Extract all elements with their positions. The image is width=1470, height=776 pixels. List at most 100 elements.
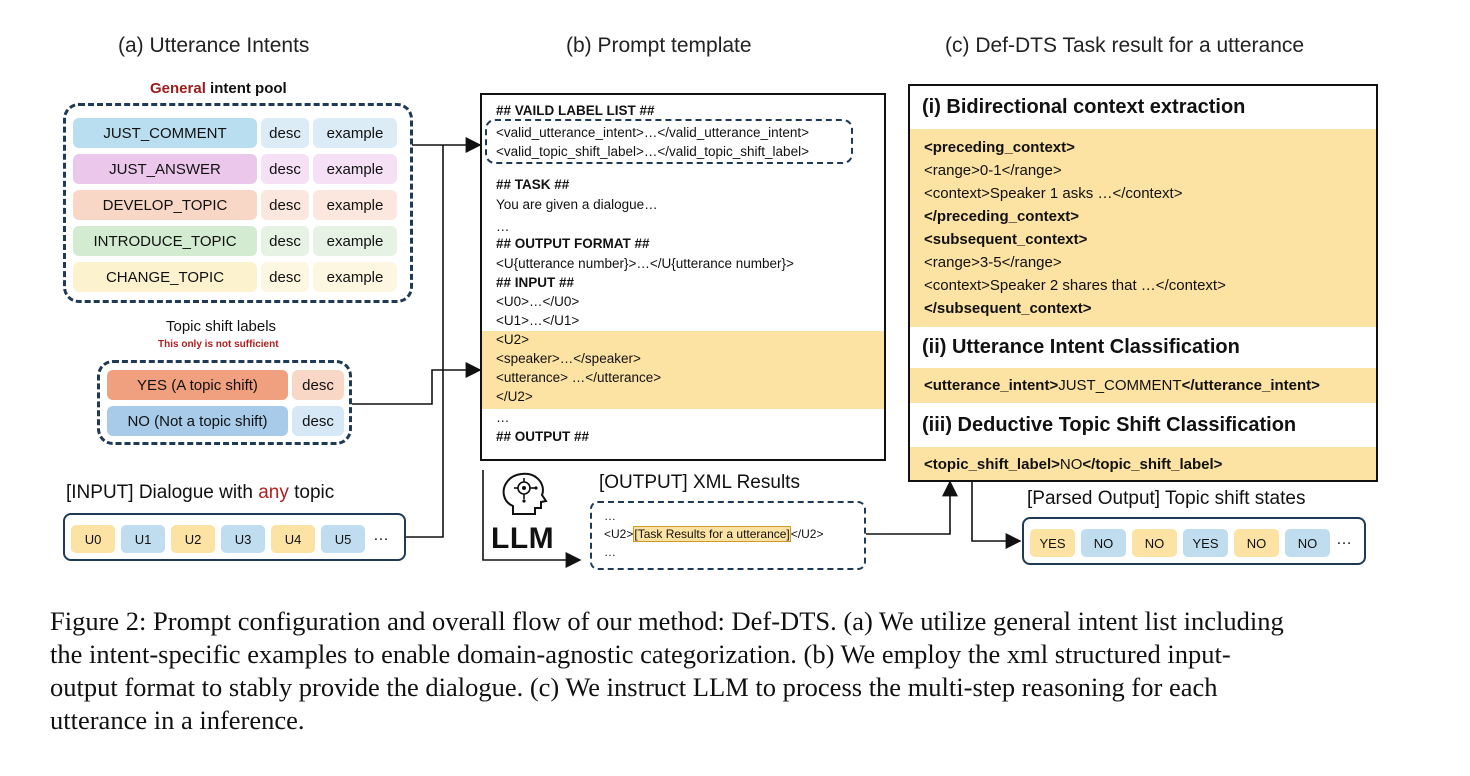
step-2-close-tag: </utterance_intent> <box>1181 377 1320 394</box>
parsed-output-ellipsis: … <box>1336 531 1352 548</box>
utterance-chip: U3 <box>221 525 265 553</box>
utterance-chip: U1 <box>121 525 165 553</box>
context-line: <context>Speaker 2 shares that …</contex… <box>924 277 1226 294</box>
intent-label: DEVELOP_TOPIC <box>73 190 257 220</box>
step-2-value: JUST_COMMENT <box>1058 377 1182 394</box>
caption-line-3: output format to stably provide the dial… <box>50 672 1218 702</box>
prompt-line: … <box>496 219 510 234</box>
prompt-line: … <box>496 410 510 425</box>
input-dialogue-title-suffix: topic <box>288 482 335 503</box>
intent-desc: desc <box>261 262 309 292</box>
output-xml-task-results: [Task Results for a utterance] <box>633 526 791 542</box>
prompt-line: ## INPUT ## <box>496 275 575 290</box>
step-3-result: <topic_shift_label>NO</topic_shift_label… <box>924 456 1222 473</box>
intent-pool-box <box>63 103 413 303</box>
intent-example: example <box>313 154 397 184</box>
prompt-input-highlight <box>482 331 884 409</box>
output-xml-title: [OUTPUT] XML Results <box>599 472 800 493</box>
output-xml-line-2: <U2>[Task Results for a utterance]</U2> <box>604 526 824 542</box>
input-dialogue-title-prefix: [INPUT] Dialogue with <box>66 482 259 503</box>
caption-line-4: utterance in a inference. <box>50 705 305 735</box>
intent-desc: desc <box>261 154 309 184</box>
step-2-highlight <box>910 368 1376 403</box>
step-3-close-tag: </topic_shift_label> <box>1082 456 1223 473</box>
intent-label: JUST_COMMENT <box>73 118 257 148</box>
topic-shift-yes-desc: desc <box>292 370 344 400</box>
prompt-line: <U1>…</U1> <box>496 313 580 328</box>
step-3-highlight <box>910 447 1376 480</box>
prompt-line: ## OUTPUT FORMAT ## <box>496 236 650 251</box>
state-chip: NO <box>1234 529 1279 557</box>
flow-connectors <box>352 137 1022 568</box>
topic-shift-no-label: NO (Not a topic shift) <box>107 406 288 436</box>
context-line: </preceding_context> <box>924 208 1080 225</box>
intent-label: JUST_ANSWER <box>73 154 257 184</box>
prompt-line: </U2> <box>496 389 533 404</box>
intent-example: example <box>313 226 397 256</box>
context-line: <range>0-1</range> <box>924 162 1062 179</box>
prompt-line: ## VAILD LABEL LIST ## <box>496 103 655 118</box>
prompt-line: <utterance> …</utterance> <box>496 370 662 385</box>
utterance-chip: U4 <box>271 525 315 553</box>
prompt-line: <U{utterance number}>…</U{utterance numb… <box>496 256 794 271</box>
topic-shift-title: Topic shift labels <box>166 318 277 335</box>
topic-shift-box <box>97 360 352 445</box>
valid-label-dashed-box <box>485 119 853 164</box>
robot-head-icon <box>502 472 548 515</box>
output-xml-close-tag: </U2> <box>790 527 824 541</box>
figure-caption: Figure 2: Prompt configuration and overa… <box>50 605 1430 737</box>
section-c-title: (c) Def-DTS Task result for a utterance <box>945 34 1305 57</box>
state-chip: NO <box>1081 529 1126 557</box>
state-chip: NO <box>1285 529 1330 557</box>
step-1-heading: (i) Bidirectional context extraction <box>922 96 1246 118</box>
state-chip: YES <box>1183 529 1228 557</box>
input-dialogue-title: [INPUT] Dialogue with any topic <box>66 482 334 504</box>
context-line: <preceding_context> <box>924 139 1075 156</box>
prompt-line: <U0>…</U0> <box>496 294 580 309</box>
section-b-title: (b) Prompt template <box>566 34 752 57</box>
prompt-line: You are given a dialogue… <box>496 197 658 212</box>
input-dialogue-title-highlight: any <box>258 482 289 503</box>
intent-desc: desc <box>261 118 309 148</box>
prompt-line: <valid_topic_shift_label>…</valid_topic_… <box>496 144 809 159</box>
step-3-heading: (iii) Deductive Topic Shift Classificati… <box>922 414 1297 436</box>
state-chip: NO <box>1132 529 1177 557</box>
prompt-line: <valid_utterance_intent>…</valid_utteran… <box>496 125 809 140</box>
prompt-line: ## OUTPUT ## <box>496 429 590 444</box>
output-xml-line-1: … <box>604 509 616 523</box>
context-line: </subsequent_context> <box>924 300 1092 317</box>
utterance-chip: U0 <box>71 525 115 553</box>
topic-shift-warning: This only is not sufficient <box>158 339 279 350</box>
context-line: <context>Speaker 1 asks …</context> <box>924 185 1183 202</box>
prompt-line: ## TASK ## <box>496 177 570 192</box>
step-2-heading: (ii) Utterance Intent Classification <box>922 336 1240 358</box>
caption-line-2: the intent-specific examples to enable d… <box>50 639 1231 669</box>
utterance-chip: U2 <box>171 525 215 553</box>
context-line: <range>3-5</range> <box>924 254 1062 271</box>
intent-example: example <box>313 262 397 292</box>
intent-pool-title: General intent pool <box>150 80 287 97</box>
intent-pool-title-highlight: General <box>150 80 206 97</box>
task-result-box: (i) Bidirectional context extraction <pr… <box>908 84 1378 482</box>
input-dialogue-ellipsis: … <box>373 527 389 544</box>
step-3-open-tag: <topic_shift_label> <box>924 456 1060 473</box>
utterance-chip: U5 <box>321 525 365 553</box>
step-2-result: <utterance_intent>JUST_COMMENT</utteranc… <box>924 377 1320 394</box>
topic-shift-yes-label: YES (A topic shift) <box>107 370 288 400</box>
state-chip: YES <box>1030 529 1075 557</box>
intent-pool-title-rest: intent pool <box>205 80 287 97</box>
intent-desc: desc <box>261 190 309 220</box>
output-xml-open-tag: <U2> <box>604 527 634 541</box>
context-line: <subsequent_context> <box>924 231 1088 248</box>
caption-line-1: Figure 2: Prompt configuration and overa… <box>50 606 1284 636</box>
step-2-open-tag: <utterance_intent> <box>924 377 1059 394</box>
parsed-output-title: [Parsed Output] Topic shift states <box>1027 488 1306 509</box>
intent-example: example <box>313 118 397 148</box>
step-3-value: NO <box>1059 456 1083 473</box>
intent-example: example <box>313 190 397 220</box>
prompt-line: <U2> <box>496 332 530 347</box>
intent-label: CHANGE_TOPIC <box>73 262 257 292</box>
llm-label: LLM <box>491 522 555 555</box>
